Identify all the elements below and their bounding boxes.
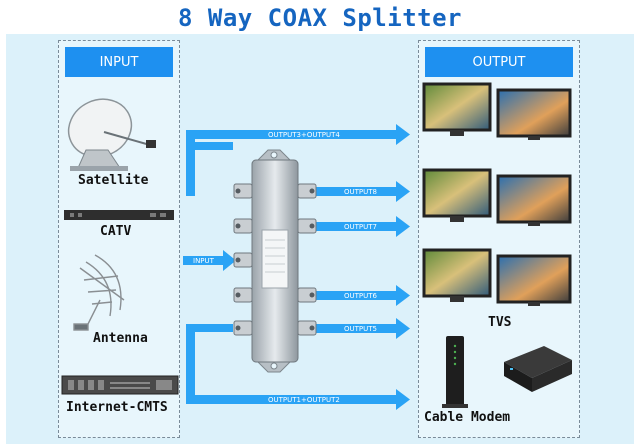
- arrow-output1-output2: OUTPUT1+OUTPUT2: [186, 324, 410, 410]
- arrow-output8: OUTPUT8: [300, 181, 410, 202]
- internet-cmts-icon: [61, 375, 179, 395]
- arrow-label-output8: OUTPUT8: [344, 188, 377, 196]
- output-header: OUTPUT: [425, 47, 573, 77]
- page-title: 8 Way COAX Splitter: [177, 4, 463, 32]
- input-header: INPUT: [65, 47, 173, 77]
- tv-icon: [496, 254, 572, 306]
- source-label-antenna: Antenna: [93, 331, 148, 346]
- tv-icon: [422, 168, 492, 222]
- tv-icon: [496, 88, 572, 140]
- arrow-input: INPUT: [183, 250, 236, 271]
- arrow-label-output12: OUTPUT1+OUTPUT2: [268, 396, 340, 404]
- arrow-output7: OUTPUT7: [300, 216, 410, 237]
- arrow-label-output34: OUTPUT3+OUTPUT4: [268, 131, 340, 139]
- tv-icon: [496, 174, 572, 226]
- cable-modem-icon: [442, 336, 468, 408]
- output-label-cable-modem: Cable Modem: [424, 410, 511, 425]
- set-top-box-icon: [504, 346, 572, 392]
- arrow-label-output7: OUTPUT7: [344, 223, 377, 231]
- output-label-tvs: TVS: [488, 315, 512, 330]
- arrow-output3-output4: OUTPUT3+OUTPUT4: [186, 124, 410, 196]
- satellite-dish-icon: [67, 98, 156, 171]
- tv-group-1: [422, 82, 572, 140]
- source-label-internet-cmts: Internet-CMTS: [66, 400, 168, 415]
- tv-group-2: [422, 168, 572, 226]
- tv-icon: [422, 82, 492, 136]
- arrow-output6: OUTPUT6: [300, 285, 410, 306]
- catv-device-icon: [64, 210, 174, 220]
- arrow-label-output6: OUTPUT6: [344, 292, 378, 300]
- arrow-label-output5: OUTPUT5: [344, 325, 377, 333]
- arrow-output5: OUTPUT5: [300, 318, 410, 339]
- input-panel: INPUT: [58, 40, 180, 438]
- antenna-icon: [73, 254, 125, 331]
- source-label-satellite: Satellite: [78, 173, 149, 188]
- source-label-catv: CATV: [100, 224, 132, 239]
- tv-icon: [422, 248, 492, 302]
- tv-group-3: [422, 248, 572, 306]
- coax-splitter: [233, 149, 317, 373]
- arrow-label-input: INPUT: [193, 257, 215, 265]
